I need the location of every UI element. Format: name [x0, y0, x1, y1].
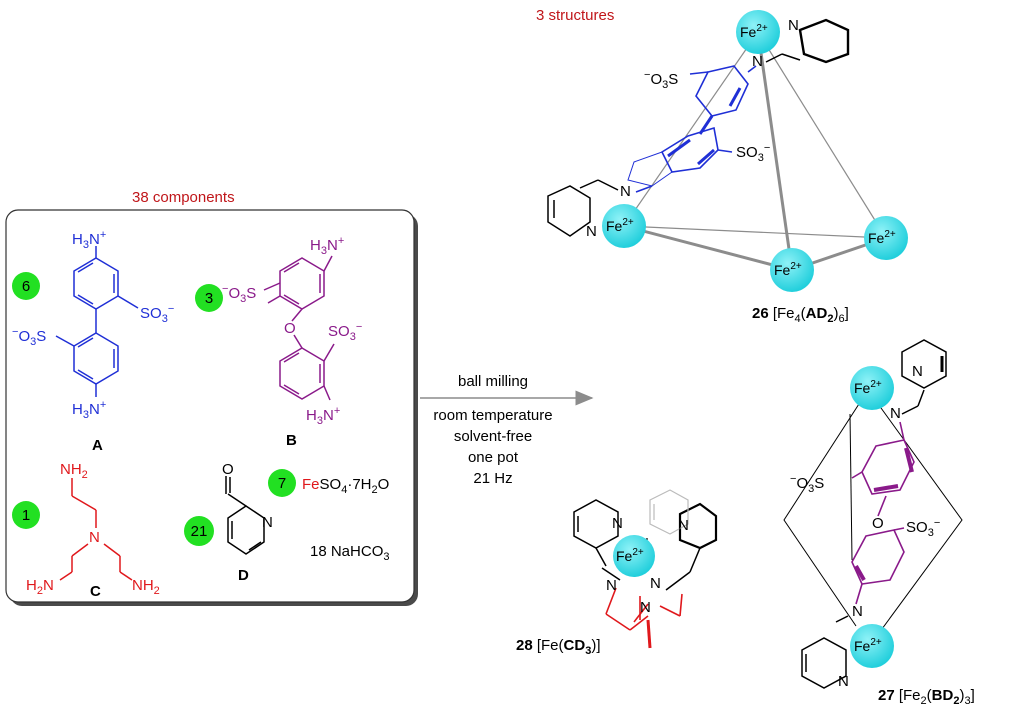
p27-so3-left: −O3S: [790, 473, 824, 495]
p27-n-py-top: N: [912, 363, 923, 380]
p28-n-6: N: [640, 599, 651, 616]
b-so3-left: −O3S: [222, 283, 256, 305]
condition-line-2: solvent-free: [454, 428, 532, 445]
label-d: D: [238, 567, 249, 584]
component-a: [55, 246, 139, 397]
p27-oxygen: O: [872, 515, 884, 532]
p28-n-3: N: [678, 517, 689, 534]
iron-salt: FeSO4·7H2O: [302, 476, 389, 496]
p27-n-top: N: [890, 405, 901, 422]
label-a: A: [92, 437, 103, 454]
p26-fe-top: [736, 10, 780, 54]
count-a: 6: [22, 278, 30, 295]
count-b: 3: [205, 290, 213, 307]
p26-n-mid: N: [752, 53, 763, 70]
label-c: C: [90, 583, 101, 600]
condition-method: ball milling: [458, 373, 528, 390]
c-nh2-right: NH2: [132, 577, 160, 597]
component-c: [59, 478, 133, 581]
count-c: 1: [22, 507, 30, 524]
count-bubble-a: [12, 272, 40, 300]
c-nh2-top: NH2: [60, 461, 88, 481]
p26-fe-left: [602, 204, 646, 248]
p26-n-top: N: [788, 17, 799, 34]
condition-line-1: room temperature: [433, 407, 552, 424]
p27-label: 27 [Fe2(BD2)3]: [878, 687, 975, 707]
p27-n-py-bottom: N: [838, 673, 849, 690]
component-d: [225, 476, 265, 555]
p27-fe-bottom: [850, 624, 894, 668]
p28-n-5: N: [650, 575, 661, 592]
condition-line-3: one pot: [468, 449, 519, 466]
p27-fe-top: [850, 366, 894, 410]
p27-so3-right: SO3−: [906, 517, 940, 539]
count-d: 21: [191, 523, 208, 540]
component-c-labels: NH2 N H2N NH2: [26, 461, 160, 597]
base: 18 NaHCO3: [310, 543, 389, 563]
product-26: N N N N −O3S SO3− Fe2+ Fe2+ Fe2+ Fe2+ 26…: [547, 10, 908, 325]
component-b: [263, 255, 335, 401]
c-n-center: N: [89, 529, 100, 546]
p26-fe-bottom: [770, 248, 814, 292]
b-nh3-bottom: H3N+: [306, 405, 340, 427]
p28-n-1: N: [612, 515, 623, 532]
product-27: O −O3S SO3− N N N N Fe2+ Fe2+ 27 [Fe2(BD…: [783, 339, 975, 707]
p26-so3-left: −O3S: [644, 69, 678, 91]
count-bubble-d: [184, 516, 214, 546]
a-nh3-bottom: H3N+: [72, 399, 106, 421]
components-header: 38 components: [132, 189, 235, 206]
p26-so3-right: SO3−: [736, 142, 770, 164]
count-bubble-c: [12, 501, 40, 529]
d-oxygen: O: [222, 461, 234, 478]
p28-label: 28 [Fe(CD3)]: [516, 637, 601, 657]
d-n-ring: N: [262, 514, 273, 531]
components-box: [5, 209, 418, 606]
b-nh3-top: H3N+: [310, 235, 344, 257]
structures-header: 3 structures: [536, 7, 614, 24]
count-bubble-b: [195, 284, 223, 312]
p27-n-bottom: N: [852, 603, 863, 620]
p28-fe: [613, 535, 655, 577]
b-oxygen: O: [284, 320, 296, 337]
p26-label: 26 [Fe4(AD2)6]: [752, 305, 849, 325]
count-bubble-iron: [268, 469, 296, 497]
count-iron: 7: [278, 475, 286, 492]
a-so3-left: −O3S: [12, 326, 46, 348]
component-b-labels: H3N+ −O3S O SO3− H3N+: [222, 235, 362, 427]
p28-n-4: N: [606, 577, 617, 594]
p26-n-py: N: [586, 223, 597, 240]
product-28: N N N N N N Fe2+ 28 [Fe(CD3)]: [516, 489, 718, 657]
condition-line-4: 21 Hz: [473, 470, 512, 487]
label-b: B: [286, 432, 297, 449]
c-nh2-left: H2N: [26, 577, 54, 597]
p26-fe-right: [864, 216, 908, 260]
p26-n-left: N: [620, 183, 631, 200]
a-nh3-top: H3N+: [72, 229, 106, 251]
